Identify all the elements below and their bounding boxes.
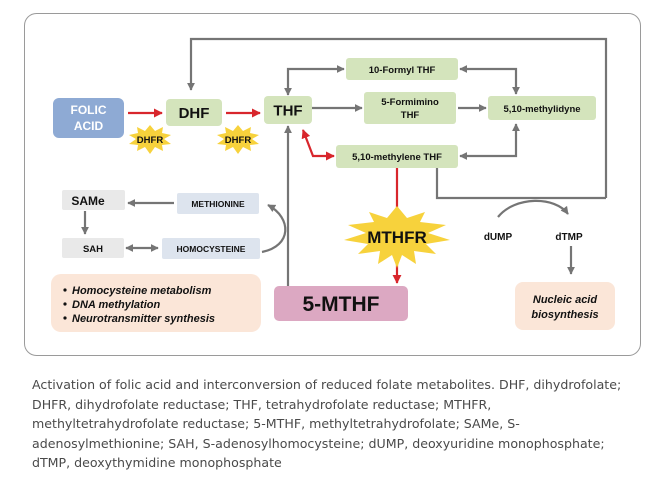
dtmp-label: dTMP	[555, 232, 583, 243]
dump-label: dUMP	[484, 232, 513, 243]
homocysteine-box	[162, 238, 260, 259]
formimino-thf-label-1: 5-Formimino	[381, 97, 439, 108]
methionine-box	[177, 193, 259, 214]
dhfr-burst-1	[129, 125, 171, 154]
arrow-thf-formyl	[284, 65, 345, 96]
nucleic-acid-box	[515, 282, 615, 330]
figure-caption: Activation of folic acid and interconver…	[32, 377, 622, 470]
folic-acid-box	[53, 98, 124, 138]
folic-acid-label-1: FOLIC	[71, 103, 107, 117]
mthfr-label: MTHFR	[367, 228, 426, 247]
mthf-label: 5-MTHF	[303, 293, 380, 316]
functions-box	[51, 274, 261, 332]
dhfr-label-2: DHFR	[225, 135, 252, 146]
dhfr-label-1: DHFR	[137, 135, 164, 146]
sah-box	[62, 238, 124, 258]
dhf-box	[166, 99, 222, 126]
formyl-thf-label: 10-Formyl THF	[369, 65, 436, 76]
folic-acid-label-2: ACID	[74, 119, 104, 133]
functions-item-2: DNA methylation	[72, 299, 160, 311]
same-label: SAMe	[71, 194, 105, 208]
arrow-homocysteine-methionine	[261, 204, 287, 254]
homocysteine-label: HOMOCYSTEINE	[177, 244, 246, 254]
formyl-thf-box	[346, 58, 458, 80]
dhfr-burst-2	[217, 125, 259, 154]
methylidyne-label: 5,10-methylidyne	[503, 104, 580, 115]
functions-bullets	[63, 288, 67, 320]
arrow-formyl-methylidyne	[459, 65, 520, 95]
mthf-box	[274, 286, 408, 321]
methylene-thf-label: 5,10-methylene THF	[352, 152, 442, 163]
functions-item-1: Homocysteine metabolism	[72, 285, 212, 297]
loop-arrow-to-dhf	[187, 37, 608, 198]
functions-item-3: Neurotransmitter synthesis	[72, 313, 215, 325]
same-box	[62, 190, 125, 210]
methionine-label: METHIONINE	[191, 199, 245, 209]
arrow-methylidyne-methylene	[459, 123, 520, 160]
arrow-thf-methylene	[301, 129, 335, 161]
formimino-thf-box	[364, 92, 456, 124]
dhf-label: DHF	[179, 105, 210, 122]
mthfr-burst	[344, 206, 450, 268]
methylidyne-box	[488, 96, 596, 120]
thf-box	[264, 96, 312, 124]
thf-label: THF	[273, 103, 302, 120]
nucleic-acid-label-1: Nucleic acid	[533, 294, 597, 306]
arrow-dump-dtmp	[497, 199, 569, 218]
loop-arrow-from-methylene	[435, 168, 606, 200]
formimino-thf-label-2: THF	[401, 110, 420, 121]
grey-arrows	[81, 37, 608, 286]
sah-label: SAH	[83, 244, 103, 255]
nucleic-acid-label-2: biosynthesis	[531, 309, 598, 321]
methylene-thf-box	[336, 145, 458, 168]
